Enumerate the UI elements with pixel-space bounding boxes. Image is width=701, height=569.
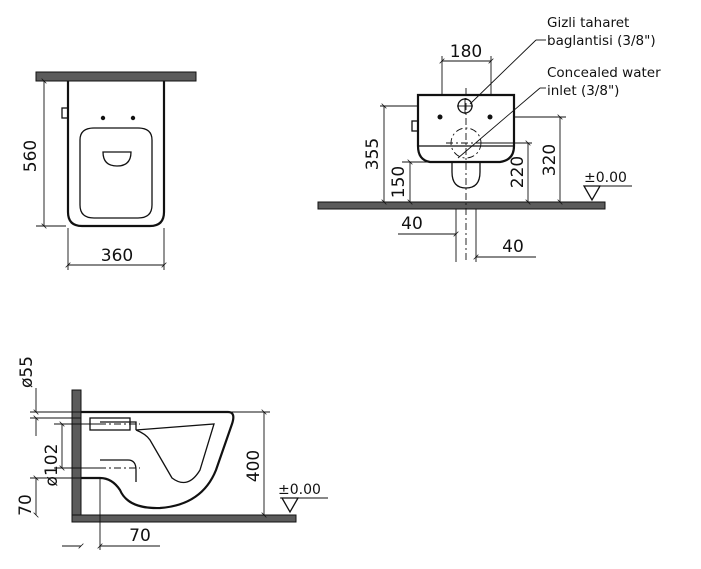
rear-height-355: 355 [363,138,383,170]
front-view: 560 360 [21,71,197,270]
note-tr-line2: baglantisi (3/8") [547,33,656,49]
rear-height-320: 320 [540,144,560,176]
rear-height-220: 220 [508,156,528,188]
side-pipe-dia-dim: ø55 [17,356,37,388]
side-height-400: 400 [244,450,264,482]
front-width-dim: 360 [101,246,133,266]
rear-fixing-left [437,114,443,120]
front-fixing-hole-right [130,115,136,121]
side-bowl-inner [135,423,215,484]
side-height-70: 70 [16,494,36,516]
rear-side-bracket [411,120,419,132]
rear-level-triangle [582,185,602,202]
side-inlet-pipe [100,421,137,430]
side-view: ø55 ø102 70 70 400 ±0.00 [16,356,328,550]
side-level-triangle [280,497,300,514]
rear-offset-right-dim: 40 [502,237,524,257]
front-bowl-outline [66,81,166,228]
side-bowl-outline [81,410,235,510]
side-level-label: ±0.00 [278,482,321,498]
note-tr-line1: Gizli taharet [547,15,629,31]
side-depth-70: 70 [129,526,151,546]
side-wall [71,389,82,523]
rear-view: 180 Gizli taharet baglantisi (3/8") Conc… [317,15,661,262]
note-en-line2: inlet (3/8") [547,83,619,99]
rear-fixing-right [487,114,493,120]
leader-line-tr [469,39,537,105]
front-flush-outlet [102,151,132,167]
front-fixing-hole-left [100,115,106,121]
side-outlet-pipe [100,459,137,482]
note-en-line1: Concealed water [547,65,661,81]
front-seat-outline [79,127,153,219]
side-floor [71,514,297,523]
front-wall-mount [35,71,197,82]
rear-offset-left-dim: 40 [401,214,423,234]
rear-height-150: 150 [389,166,409,198]
rear-bowl-outline [416,93,516,164]
leader-line-en [457,87,541,159]
front-side-bracket [61,107,69,119]
rear-level-label: ±0.00 [584,170,627,186]
rear-inlet-width-dim: 180 [450,42,482,62]
rear-floor [317,201,606,210]
side-outlet-dia-dim: ø102 [42,444,62,487]
front-height-dim: 560 [21,140,41,172]
